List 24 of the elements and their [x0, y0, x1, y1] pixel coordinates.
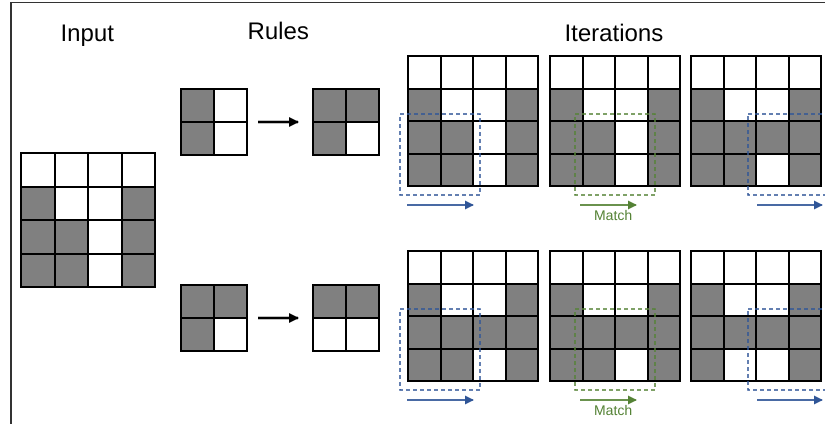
pixel-grid [180, 88, 248, 156]
match-label: Match [594, 207, 632, 223]
pixel-grid [312, 284, 380, 352]
pixel-grid [549, 250, 681, 382]
pixel-grid [20, 152, 156, 288]
pixel-grid [690, 55, 822, 187]
pixel-grid [180, 284, 248, 352]
heading: Rules [248, 18, 309, 46]
heading: Input [60, 20, 114, 48]
pixel-grid [690, 250, 822, 382]
scan-window [574, 308, 656, 391]
arrow [258, 117, 299, 127]
scan-window [747, 113, 825, 196]
pixel-grid [407, 250, 539, 382]
arrow [258, 313, 299, 323]
pixel-grid [407, 55, 539, 187]
heading: Iterations [564, 20, 664, 48]
match-label: Match [594, 402, 632, 418]
scan-window [399, 308, 481, 391]
pixel-grid [549, 55, 681, 187]
scan-window [399, 113, 481, 196]
scan-window [747, 308, 825, 391]
pixel-grid [312, 88, 380, 156]
scan-window [574, 113, 656, 196]
